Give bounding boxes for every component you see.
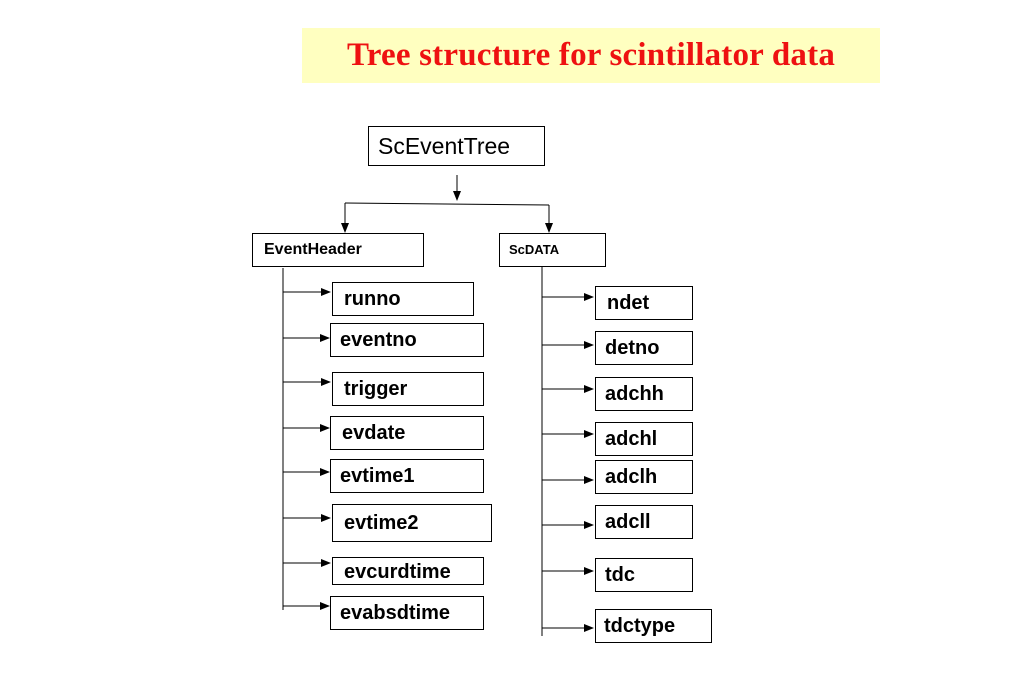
root-node: ScEventTree [368,126,545,166]
leaf-adchh: adchh [595,377,693,411]
branch-node-eventheader: EventHeader [252,233,424,267]
split-line [344,202,550,206]
leaf-evcurdtime: evcurdtime [332,557,484,585]
leaf-adchl: adchl [595,422,693,456]
title-banner: Tree structure for scintillator data [302,28,880,83]
leaf-eventno: eventno [330,323,484,357]
leaf-runno: runno [332,282,474,316]
branch-node-scdata: ScDATA [499,233,606,267]
leaf-adclh: adclh [595,460,693,494]
leaf-evabsdtime: evabsdtime [330,596,484,630]
leaf-ndet: ndet [595,286,693,320]
leaf-detno: detno [595,331,693,365]
leaf-tdc: tdc [595,558,693,592]
leaf-evtime1: evtime1 [330,459,484,493]
leaf-evdate: evdate [330,416,484,450]
leaf-adcll: adcll [595,505,693,539]
leaf-trigger: trigger [332,372,484,406]
leaf-tdctype: tdctype [595,609,712,643]
leaf-evtime2: evtime2 [332,504,492,542]
page-title: Tree structure for scintillator data [346,37,836,73]
